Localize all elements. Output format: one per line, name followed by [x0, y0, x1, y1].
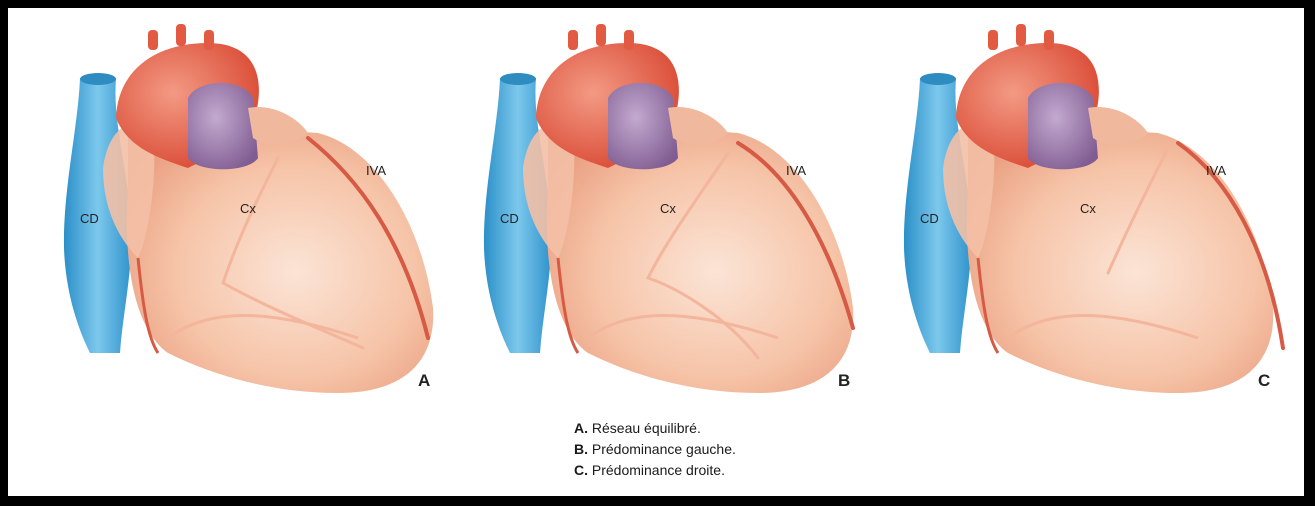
pulmonary-trunk-shape: [608, 83, 678, 169]
label-cx: Cx: [660, 201, 676, 216]
label-iva: IVA: [1206, 163, 1226, 178]
heart-panel-c: CD Cx IVA C: [848, 8, 1280, 408]
heart-illustration: [848, 8, 1288, 408]
figure-frame: CD Cx IVA A: [8, 8, 1304, 496]
label-cd: CD: [920, 211, 939, 226]
pulmonary-trunk-shape: [1028, 83, 1098, 169]
caption-line-b: B. Prédominance gauche.: [574, 439, 736, 460]
caption: A. Réseau équilibré. B. Prédominance gau…: [574, 418, 736, 481]
caption-line-c: C. Prédominance droite.: [574, 460, 736, 481]
heart-shape: [967, 124, 1273, 393]
label-iva: IVA: [366, 163, 386, 178]
label-cx: Cx: [1080, 201, 1096, 216]
heart-illustration: [428, 8, 868, 408]
label-cd: CD: [80, 211, 99, 226]
caption-line-a: A. Réseau équilibré.: [574, 418, 736, 439]
label-iva: IVA: [786, 163, 806, 178]
panel-letter: C: [1258, 371, 1270, 391]
heart-shape: [547, 124, 853, 393]
heart-illustration: [8, 8, 448, 408]
heart-shape: [127, 124, 433, 393]
heart-panel-b: CD Cx IVA B: [428, 8, 860, 408]
pulmonary-trunk-shape: [188, 83, 258, 169]
label-cx: Cx: [240, 201, 256, 216]
label-cd: CD: [500, 211, 519, 226]
heart-panel-a: CD Cx IVA A: [8, 8, 440, 408]
